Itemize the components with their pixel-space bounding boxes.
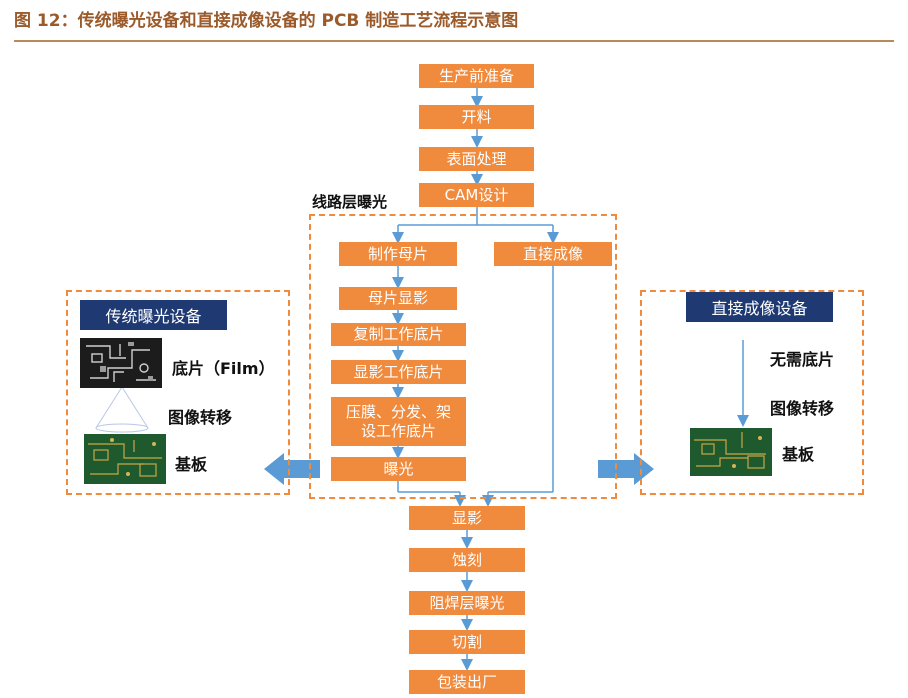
step-exposure: 曝光	[331, 457, 466, 481]
film-image	[80, 338, 162, 388]
step-surface-treatment: 表面处理	[419, 147, 534, 171]
step-cam-design: CAM设计	[419, 183, 534, 207]
direct-substrate-image	[690, 428, 772, 476]
direct-panel	[640, 290, 864, 495]
traditional-panel	[66, 290, 290, 495]
no-film-label: 无需底片	[770, 350, 835, 369]
traditional-substrate-label: 基板	[175, 455, 208, 474]
traditional-transfer-label: 图像转移	[168, 408, 233, 427]
step-make-master: 制作母片	[339, 242, 457, 266]
exposure-region	[309, 214, 617, 499]
step-develop-film: 显影工作底片	[331, 360, 466, 384]
step-solder-mask-exposure: 阻焊层曝光	[409, 591, 525, 615]
step-preparation: 生产前准备	[419, 64, 534, 88]
step-develop: 显影	[409, 506, 525, 530]
title-divider	[14, 40, 894, 42]
step-package-ship: 包装出厂	[409, 670, 525, 694]
figure-title: 图 12：传统曝光设备和直接成像设备的 PCB 制造工艺流程示意图	[14, 11, 519, 31]
step-cutting-board: 切割	[409, 630, 525, 654]
direct-substrate-label: 基板	[782, 445, 815, 464]
film-label: 底片（Film）	[172, 359, 275, 378]
step-copy-film: 复制工作底片	[331, 323, 466, 346]
step-master-develop: 母片显影	[339, 287, 457, 310]
exposure-label: 线路层曝光	[312, 193, 388, 211]
direct-header: 直接成像设备	[686, 292, 833, 322]
substrate-image	[84, 434, 166, 484]
step-direct-imaging: 直接成像	[494, 242, 612, 266]
left-block-arrow	[264, 453, 320, 485]
step-cutting: 开料	[419, 105, 534, 129]
step-laminate-film: 压膜、分发、架设工作底片	[331, 397, 466, 446]
traditional-header: 传统曝光设备	[80, 300, 227, 330]
step-etching: 蚀刻	[409, 548, 525, 572]
direct-transfer-label: 图像转移	[770, 399, 835, 418]
